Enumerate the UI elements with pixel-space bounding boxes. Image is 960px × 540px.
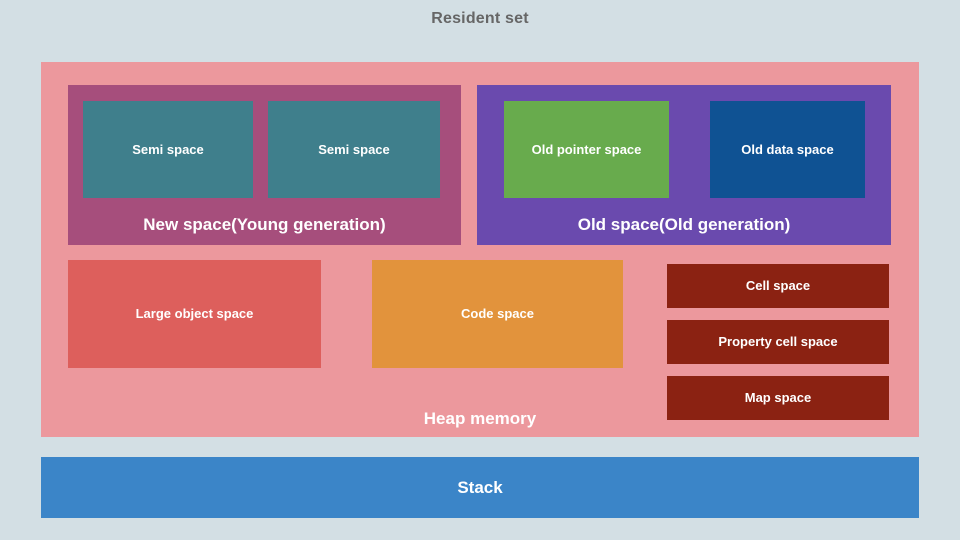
semi-space-label-2: Semi space [318, 141, 390, 157]
old-pointer-space-box: Old pointer space [504, 101, 669, 198]
old-space-label: Old space(Old generation) [577, 215, 791, 234]
stack-container: Stack [41, 457, 919, 518]
large-object-space-box: Large object space [68, 260, 321, 368]
map-space-box: Map space [667, 376, 889, 420]
new-space-label: New space(Young generation) [143, 215, 386, 234]
stack-label: Stack [457, 477, 503, 497]
heap-memory-container: Semi space Semi space New space(Young ge… [41, 62, 919, 437]
property-cell-space-label: Property cell space [718, 334, 838, 350]
heap-memory-label: Heap memory [423, 409, 537, 428]
cell-space-label: Cell space [745, 278, 811, 294]
semi-space-label-1: Semi space [132, 141, 204, 157]
semi-space-box-1: Semi space [83, 101, 253, 198]
code-space-label: Code space [461, 306, 534, 322]
large-object-space-label: Large object space [135, 306, 254, 322]
old-pointer-space-label: Old pointer space [531, 141, 642, 157]
code-space-box: Code space [372, 260, 623, 368]
page-title: Resident set [431, 10, 529, 27]
map-space-label: Map space [744, 390, 812, 406]
property-cell-space-box: Property cell space [667, 320, 889, 364]
semi-space-box-2: Semi space [268, 101, 440, 198]
new-space-container: Semi space Semi space New space(Young ge… [68, 85, 461, 245]
old-data-space-box: Old data space [710, 101, 865, 198]
cell-space-box: Cell space [667, 264, 889, 308]
old-data-space-label: Old data space [741, 141, 834, 157]
old-space-container: Old pointer space Old data space Old spa… [477, 85, 891, 245]
